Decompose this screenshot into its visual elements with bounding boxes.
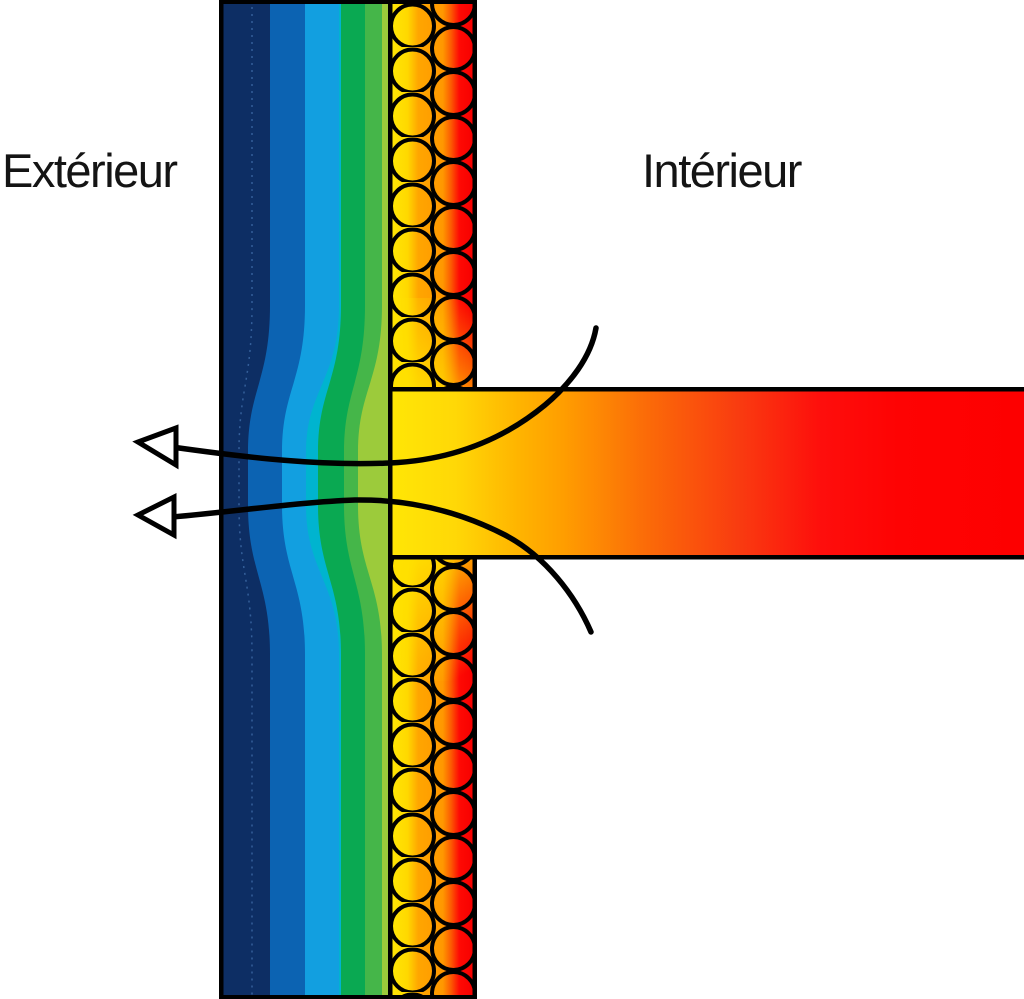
wall-contour-dashed-line [238,0,253,999]
interior-label: Intérieur [642,144,802,197]
heat-flow-line-upper [169,325,599,467]
wall-left-border [219,0,224,999]
slab-bottom-border [390,555,1024,560]
insulation-right-border-lower [472,555,477,999]
heat-flow-arrows [132,424,179,540]
assembly-bottom-border [219,995,477,999]
floor-slab [391,389,1024,557]
exterior-label: Extérieur [2,144,178,197]
heat-flow-line-lower [169,497,594,635]
insulation-right-border-upper [472,0,477,391]
heat-flow-arrowhead-lower [132,492,177,540]
heat-flow-lines [169,325,599,635]
slab-top-border [390,387,1024,392]
heat-flow-arrowhead-upper [132,424,179,470]
assembly-top-border [219,0,477,4]
